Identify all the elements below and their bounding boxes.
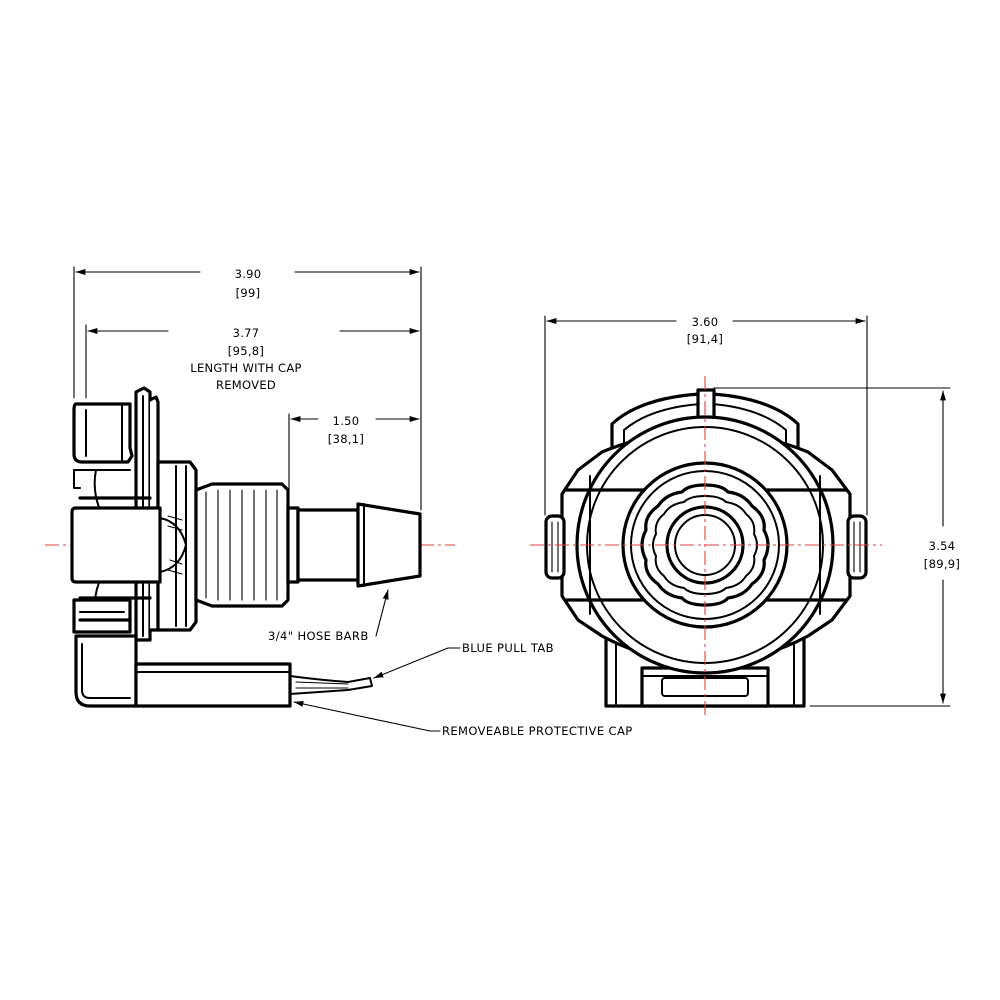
dimension-width-value: 3.60 [692, 315, 719, 329]
dimension-height-metric: [89,9] [924, 557, 960, 571]
callout-pull-tab-label: BLUE PULL TAB [462, 641, 554, 655]
side-knob-right [846, 514, 868, 580]
upper-latch [72, 402, 134, 489]
hose-barb [286, 502, 422, 588]
ribbed-nut [194, 482, 290, 608]
lower-latch [72, 598, 132, 634]
front-view: 3.60 [91,4] 3.54 [89,9] [530, 315, 960, 718]
dimension-length-cap-removed-value: 3.77 [233, 326, 260, 340]
callout-hose-barb: 3/4" HOSE BARB [268, 589, 389, 643]
dimension-barb-length-value: 1.50 [333, 414, 360, 428]
inlet-port [70, 506, 187, 584]
dimension-barb-length: 1.50 [38,1] [290, 414, 420, 446]
protective-cap [74, 634, 292, 708]
blue-pull-tab [289, 675, 373, 695]
dimension-length-cap-removed-note-2: REMOVED [216, 378, 276, 392]
side-knob-left [544, 514, 566, 580]
callout-pull-tab: BLUE PULL TAB [373, 641, 554, 679]
callout-protective-cap: REMOVEABLE PROTECTIVE CAP [293, 701, 633, 738]
dimension-height-value: 3.54 [929, 539, 956, 553]
dimension-overall-length-value: 3.90 [235, 267, 262, 281]
dimension-width: 3.60 [91,4] [546, 315, 866, 346]
dimension-length-cap-removed: 3.77 [95,8] LENGTH WITH CAP REMOVED [87, 326, 420, 392]
side-view: 3.90 [99] 3.77 [95,8] LENGTH WITH CAP RE… [45, 266, 633, 738]
dimension-length-cap-removed-metric: [95,8] [228, 344, 264, 358]
dimension-length-cap-removed-note-1: LENGTH WITH CAP [190, 361, 302, 375]
callout-protective-cap-label: REMOVEABLE PROTECTIVE CAP [442, 724, 633, 738]
dimension-barb-length-metric: [38,1] [328, 432, 364, 446]
callout-hose-barb-label: 3/4" HOSE BARB [268, 629, 369, 643]
dimension-width-metric: [91,4] [687, 332, 723, 346]
dimension-height: 3.54 [89,9] [924, 390, 960, 704]
dimension-overall-length-metric: [99] [236, 286, 261, 300]
dimension-overall-length: 3.90 [99] [75, 267, 420, 300]
